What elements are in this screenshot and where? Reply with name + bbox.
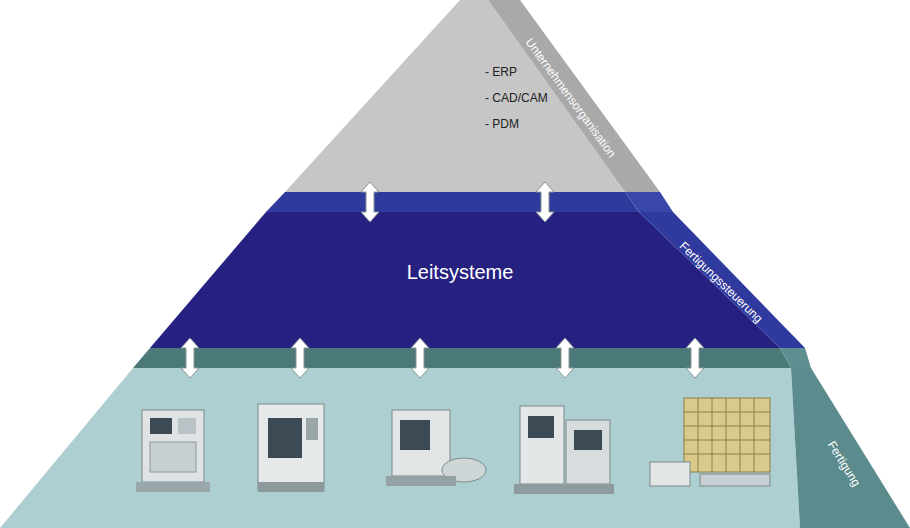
text-holder: - ERP xyxy=(485,62,517,80)
front-face xyxy=(285,0,625,192)
list-item: - PDM xyxy=(485,117,519,131)
pyramid-band: Unternehmensorganisation- ERP- CAD/CAM- … xyxy=(280,0,665,192)
band-title: Leitsysteme xyxy=(407,260,514,284)
machine-line xyxy=(514,406,614,494)
blue-strip xyxy=(266,192,639,212)
side-face xyxy=(639,212,805,348)
blue-strip-side xyxy=(625,192,673,212)
list-item: - CAD/CAM xyxy=(485,91,548,105)
side-face xyxy=(791,368,910,528)
text-holder: Leitsysteme xyxy=(407,260,514,284)
machine-terminal xyxy=(136,410,210,492)
teal-strip-side xyxy=(780,348,811,368)
machine-center xyxy=(386,410,486,486)
band-shape xyxy=(0,368,910,528)
text-holder: - CAD/CAM xyxy=(485,88,548,106)
band-shape xyxy=(280,0,665,192)
pyramid-band: Fertigung xyxy=(0,368,910,528)
list-item: - ERP xyxy=(485,65,517,79)
text-holder: - PDM xyxy=(485,114,519,132)
storage-system xyxy=(650,398,770,486)
front-face xyxy=(0,368,800,528)
pyramid-band: FertigungssteuerungLeitsysteme xyxy=(150,212,805,348)
machine-cabinet xyxy=(258,404,324,492)
